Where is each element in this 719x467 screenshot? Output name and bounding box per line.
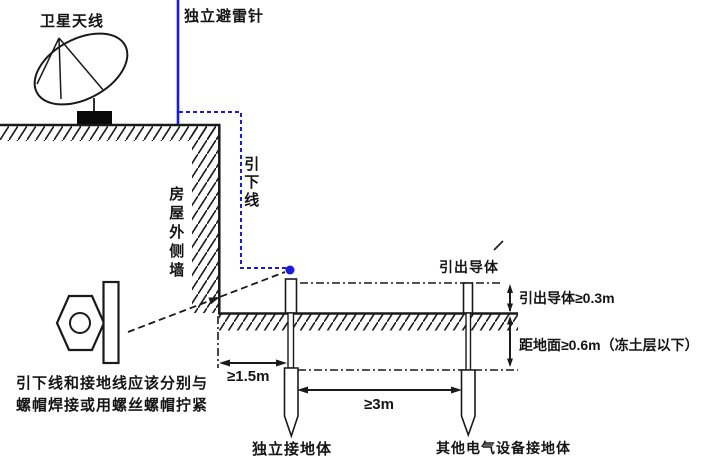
dim-1-5m-arrow-left xyxy=(219,359,230,367)
detail-leader-arrowhead xyxy=(208,297,220,305)
dim-3m-arrow-right xyxy=(451,386,462,394)
wall-hatch xyxy=(192,126,219,313)
dim-0-6m-arrow-bottom xyxy=(507,358,513,367)
conductor-connection-dot xyxy=(285,265,295,275)
dim-3m-arrow-left xyxy=(297,386,308,394)
lead-out-conductor-rod-left xyxy=(284,278,298,314)
antenna-feed-strut-left xyxy=(36,37,60,85)
detail-leader-line xyxy=(127,271,286,333)
other-equipment-ground-label: 其他电气设备接地体 xyxy=(436,440,571,456)
down-conductor-label: 引下线 xyxy=(242,156,260,210)
buried-conductor-left xyxy=(287,312,295,369)
dim-0-3m-arrow-top xyxy=(507,284,513,293)
connection-plate xyxy=(102,280,120,365)
ground-hatch xyxy=(219,314,518,331)
independent-ground-label: 独立接地体 xyxy=(252,441,333,458)
antenna-base xyxy=(77,111,112,124)
independent-ground-stake xyxy=(283,367,299,439)
dim-0-6m-arrow-top xyxy=(507,316,513,325)
other-equipment-ground-stake xyxy=(460,369,476,438)
roof-hatch xyxy=(0,126,220,141)
connection-note-line2: 螺帽焊接或用螺丝螺帽拧紧 xyxy=(16,397,209,414)
antenna-dish xyxy=(33,32,129,106)
dim-1-5m-label: ≥1.5m xyxy=(227,368,270,385)
house-outer-wall-label: 房屋外侧墙 xyxy=(167,186,185,281)
antenna-feed-strut-middle xyxy=(58,37,62,100)
dim-1-5m-arrow-right xyxy=(276,359,287,367)
dim-0-3m-label: 引出导体≥0.3m xyxy=(519,290,615,306)
lightning-rod-label: 独立避雷针 xyxy=(184,8,265,25)
lead-out-conductor-rod-right xyxy=(462,282,474,314)
down-conductor-line xyxy=(179,111,286,269)
antenna-feed-strut-right xyxy=(58,37,105,92)
dim-3m-label: ≥3m xyxy=(364,396,394,413)
connection-note-line1: 引下线和接地线应该分别与 xyxy=(16,375,209,392)
dim-0-3m-arrow-bottom xyxy=(507,303,513,312)
leader-tick xyxy=(493,240,504,251)
nut-hole xyxy=(69,312,91,334)
lead-out-conductor-label: 引出导体 xyxy=(439,259,499,275)
buried-conductor-right xyxy=(465,312,472,371)
satellite-antenna-label: 卫星天线 xyxy=(40,13,105,30)
dim-0-6m-label: 距地面≥0.6m（冻土层以下） xyxy=(519,337,699,353)
